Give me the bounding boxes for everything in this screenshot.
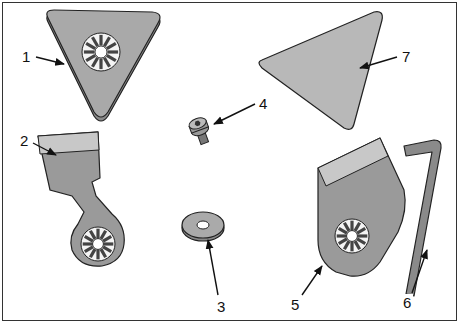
frame <box>3 3 457 321</box>
callout-number: 3 <box>215 298 227 315</box>
leader-lines <box>33 57 427 295</box>
callout-number: 1 <box>20 48 32 65</box>
callout-number: 7 <box>400 48 412 65</box>
sanding-pad <box>47 10 160 121</box>
callout-number: 4 <box>257 95 269 112</box>
scraper-blade <box>318 138 405 276</box>
sanding-sheet <box>259 12 382 130</box>
callout-number: 6 <box>401 294 413 311</box>
callout-number: 2 <box>18 132 30 149</box>
hex-key <box>404 140 441 296</box>
screw <box>187 116 213 147</box>
callout-number: 5 <box>289 296 301 313</box>
washer <box>182 212 224 241</box>
